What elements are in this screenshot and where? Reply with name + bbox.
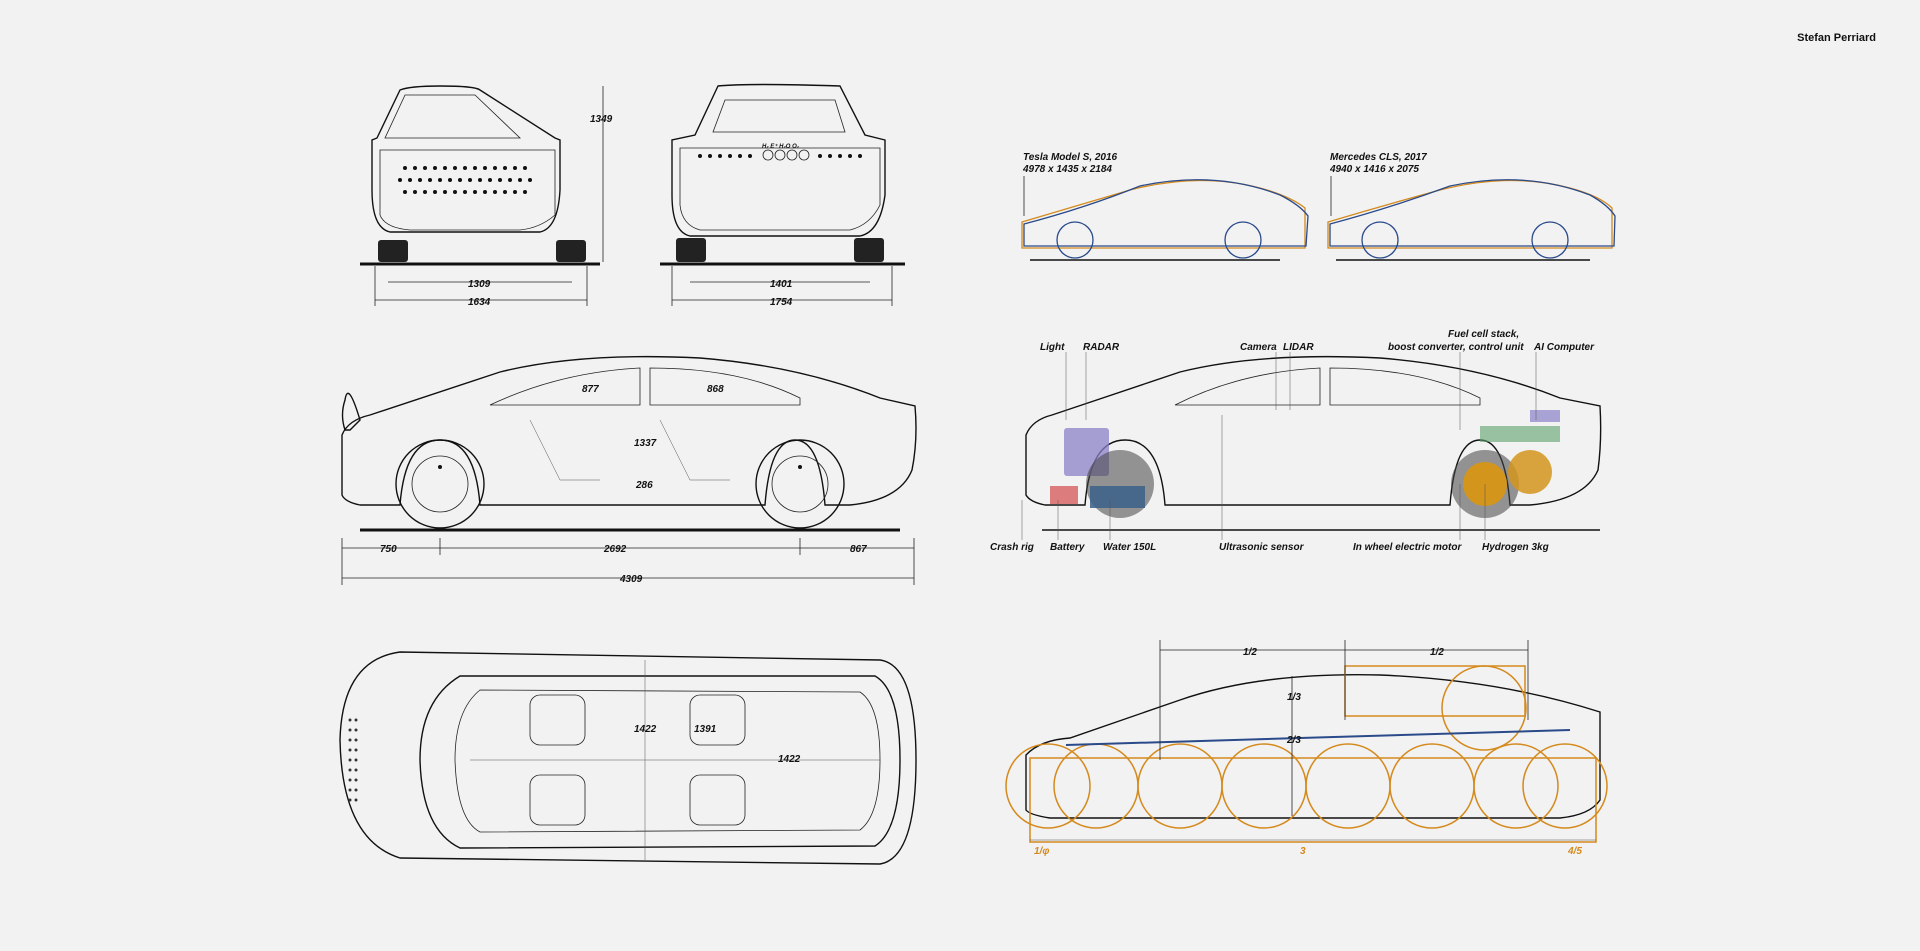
tesla-name: Tesla Model S, 2016 [1023, 152, 1118, 163]
side-view: 877 868 1337 286 750 2692 867 4309 [341, 355, 917, 585]
label-fuel-cell-1: Fuel cell stack, [1448, 329, 1519, 340]
top-rear-width-label: 1391 [694, 724, 717, 735]
label-lidar: LIDAR [1283, 342, 1314, 353]
front-track-label: 1309 [468, 279, 491, 290]
phi-label: 1/φ [1034, 846, 1049, 857]
rear-legroom-label: 868 [707, 384, 724, 395]
label-motor: In wheel electric motor [1353, 542, 1462, 553]
label-crash-rig: Crash rig [990, 542, 1034, 553]
rear-view: H₂ E⁺ H₂O O₂ 1401 1754 [660, 83, 905, 308]
front-legroom-label: 877 [582, 384, 599, 395]
label-hydrogen: Hydrogen 3kg [1482, 542, 1549, 553]
comparison-tesla: Tesla Model S, 2016 4978 x 1435 x 2184 [1021, 152, 1309, 261]
rear-emblem-text: H₂ E⁺ H₂O O₂ [762, 143, 800, 150]
label-radar: RADAR [1083, 342, 1120, 353]
two-thirds-label: 2/3 [1286, 735, 1301, 746]
front-grille-dots [398, 166, 532, 194]
front-view: 1349 1309 1634 [360, 85, 613, 308]
wheelbase-label: 2692 [603, 544, 627, 555]
top-view: 1422 1391 1422 [339, 651, 917, 865]
half-right-label: 1/2 [1430, 647, 1444, 658]
mercedes-dims: 4940 x 1416 x 2075 [1329, 164, 1419, 175]
label-light: Light [1040, 342, 1065, 353]
label-camera: Camera [1240, 342, 1277, 353]
rear-emblem-circles [762, 149, 810, 161]
mercedes-name: Mercedes CLS, 2017 [1330, 152, 1427, 163]
length-label: 4309 [619, 574, 643, 585]
floor-height-label: 286 [635, 480, 653, 491]
seat-spacing-label: 1337 [634, 438, 657, 449]
label-ai-computer: AI Computer [1533, 342, 1595, 353]
rear-overhang-label: 867 [850, 544, 867, 555]
tesla-dims: 4978 x 1435 x 2184 [1022, 164, 1112, 175]
front-overhang-label: 750 [380, 544, 397, 555]
label-water: Water 150L [1103, 542, 1156, 553]
three-label: 3 [1300, 846, 1306, 857]
label-battery: Battery [1050, 542, 1085, 553]
label-fuel-cell-2: boost converter, control unit [1388, 342, 1524, 353]
rear-track-label: 1401 [770, 279, 793, 290]
top-front-width-label: 1422 [634, 724, 657, 735]
proportion-view: 1/2 1/2 1/3 2/3 1/φ 3 4/5 [1005, 640, 1608, 857]
author-signature: Stefan Perriard [1797, 32, 1876, 44]
four-fifths-label: 4/5 [1567, 846, 1582, 857]
components-view: Light RADAR Camera LIDAR Fuel cell stack… [990, 329, 1602, 553]
comparison-mercedes: Mercedes CLS, 2017 4940 x 1416 x 2075 [1327, 152, 1616, 261]
label-ultrasonic: Ultrasonic sensor [1219, 542, 1305, 553]
cabin-length-label: 1422 [778, 754, 801, 765]
front-width-label: 1634 [468, 297, 491, 308]
half-left-label: 1/2 [1243, 647, 1257, 658]
rear-width-label: 1754 [770, 297, 793, 308]
front-height-label: 1349 [590, 114, 613, 125]
third-label: 1/3 [1287, 692, 1301, 703]
